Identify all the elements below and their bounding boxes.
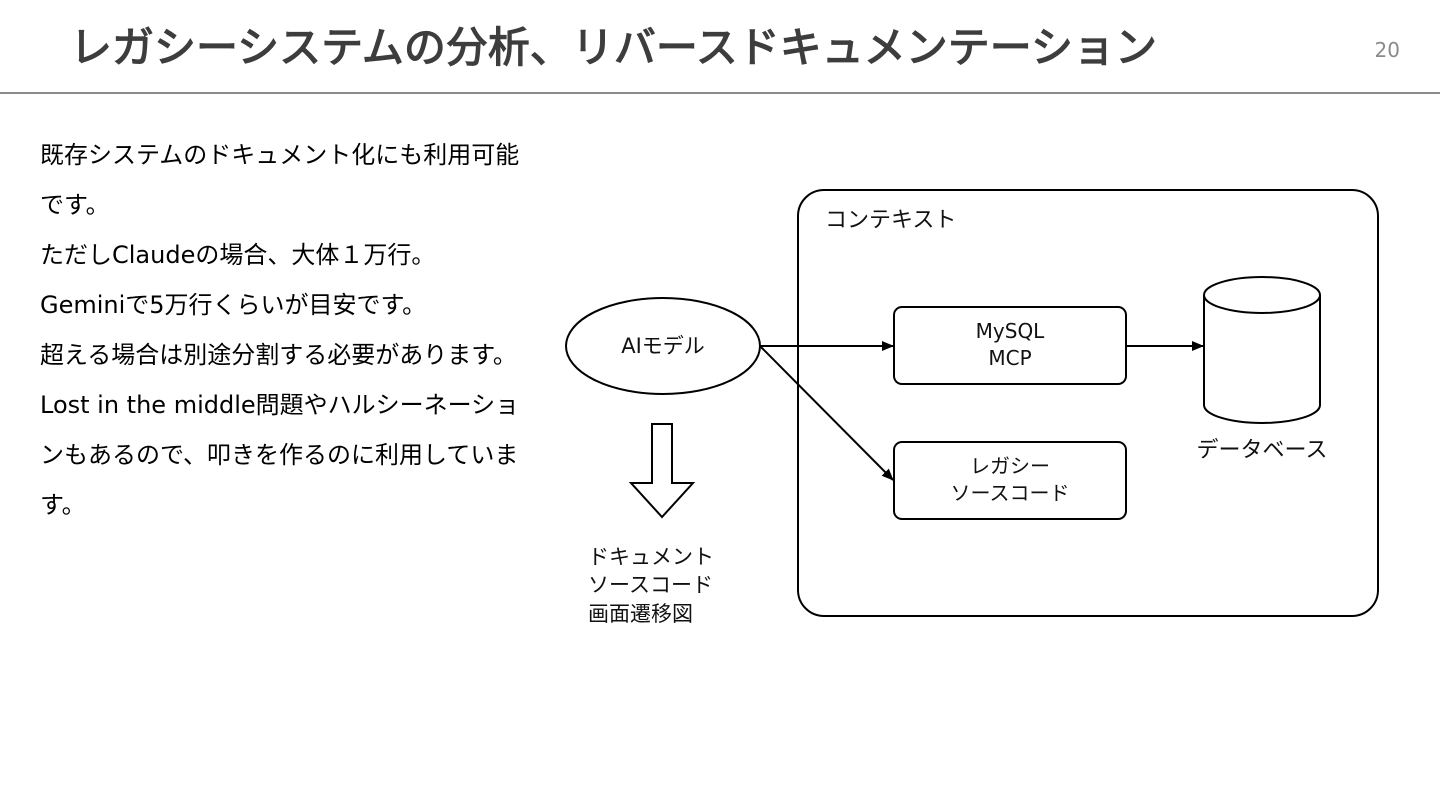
output-label: 画面遷移図 — [588, 602, 693, 626]
body-line: 既存システムのドキュメント化にも利用可能です。 — [40, 141, 520, 219]
arrow-ai-to-legacy — [759, 345, 894, 481]
context-container — [797, 189, 1379, 617]
output-label: ソースコード — [588, 573, 713, 597]
output-label: ドキュメント — [588, 545, 714, 569]
ai-model-label: AIモデル — [621, 334, 705, 358]
body-line: Geminiで5万行くらいが目安です。 — [40, 291, 427, 319]
slide-title: レガシーシステムの分析、リバースドキュメンテーション — [70, 23, 1157, 72]
architecture-diagram: コンテキスト AIモデル MySQL MCP レガシー ソースコード データベー… — [565, 189, 1379, 626]
down-arrow-icon — [628, 423, 696, 519]
legacy-source-label: ソースコード — [951, 481, 1070, 505]
context-label: コンテキスト — [825, 208, 956, 233]
page-number: 20 — [1374, 38, 1400, 62]
mysql-mcp-label: MCP — [988, 346, 1031, 370]
body-line: Lost in the middle問題やハルシーネーションもあるので、叩きを作… — [40, 391, 520, 519]
body-text: 既存システムのドキュメント化にも利用可能です。 ただしClaudeの場合、大体１… — [40, 130, 530, 530]
database-icon — [1203, 276, 1321, 424]
body-line: ただしClaudeの場合、大体１万行。 — [40, 241, 436, 269]
title-divider — [0, 92, 1440, 94]
legacy-source-node — [893, 441, 1127, 520]
legacy-source-label: レガシー — [970, 454, 1050, 478]
body-line: 超える場合は別途分割する必要があります。 — [40, 341, 517, 369]
mysql-mcp-label: MySQL — [976, 319, 1046, 343]
database-label: データベース — [1197, 438, 1328, 463]
